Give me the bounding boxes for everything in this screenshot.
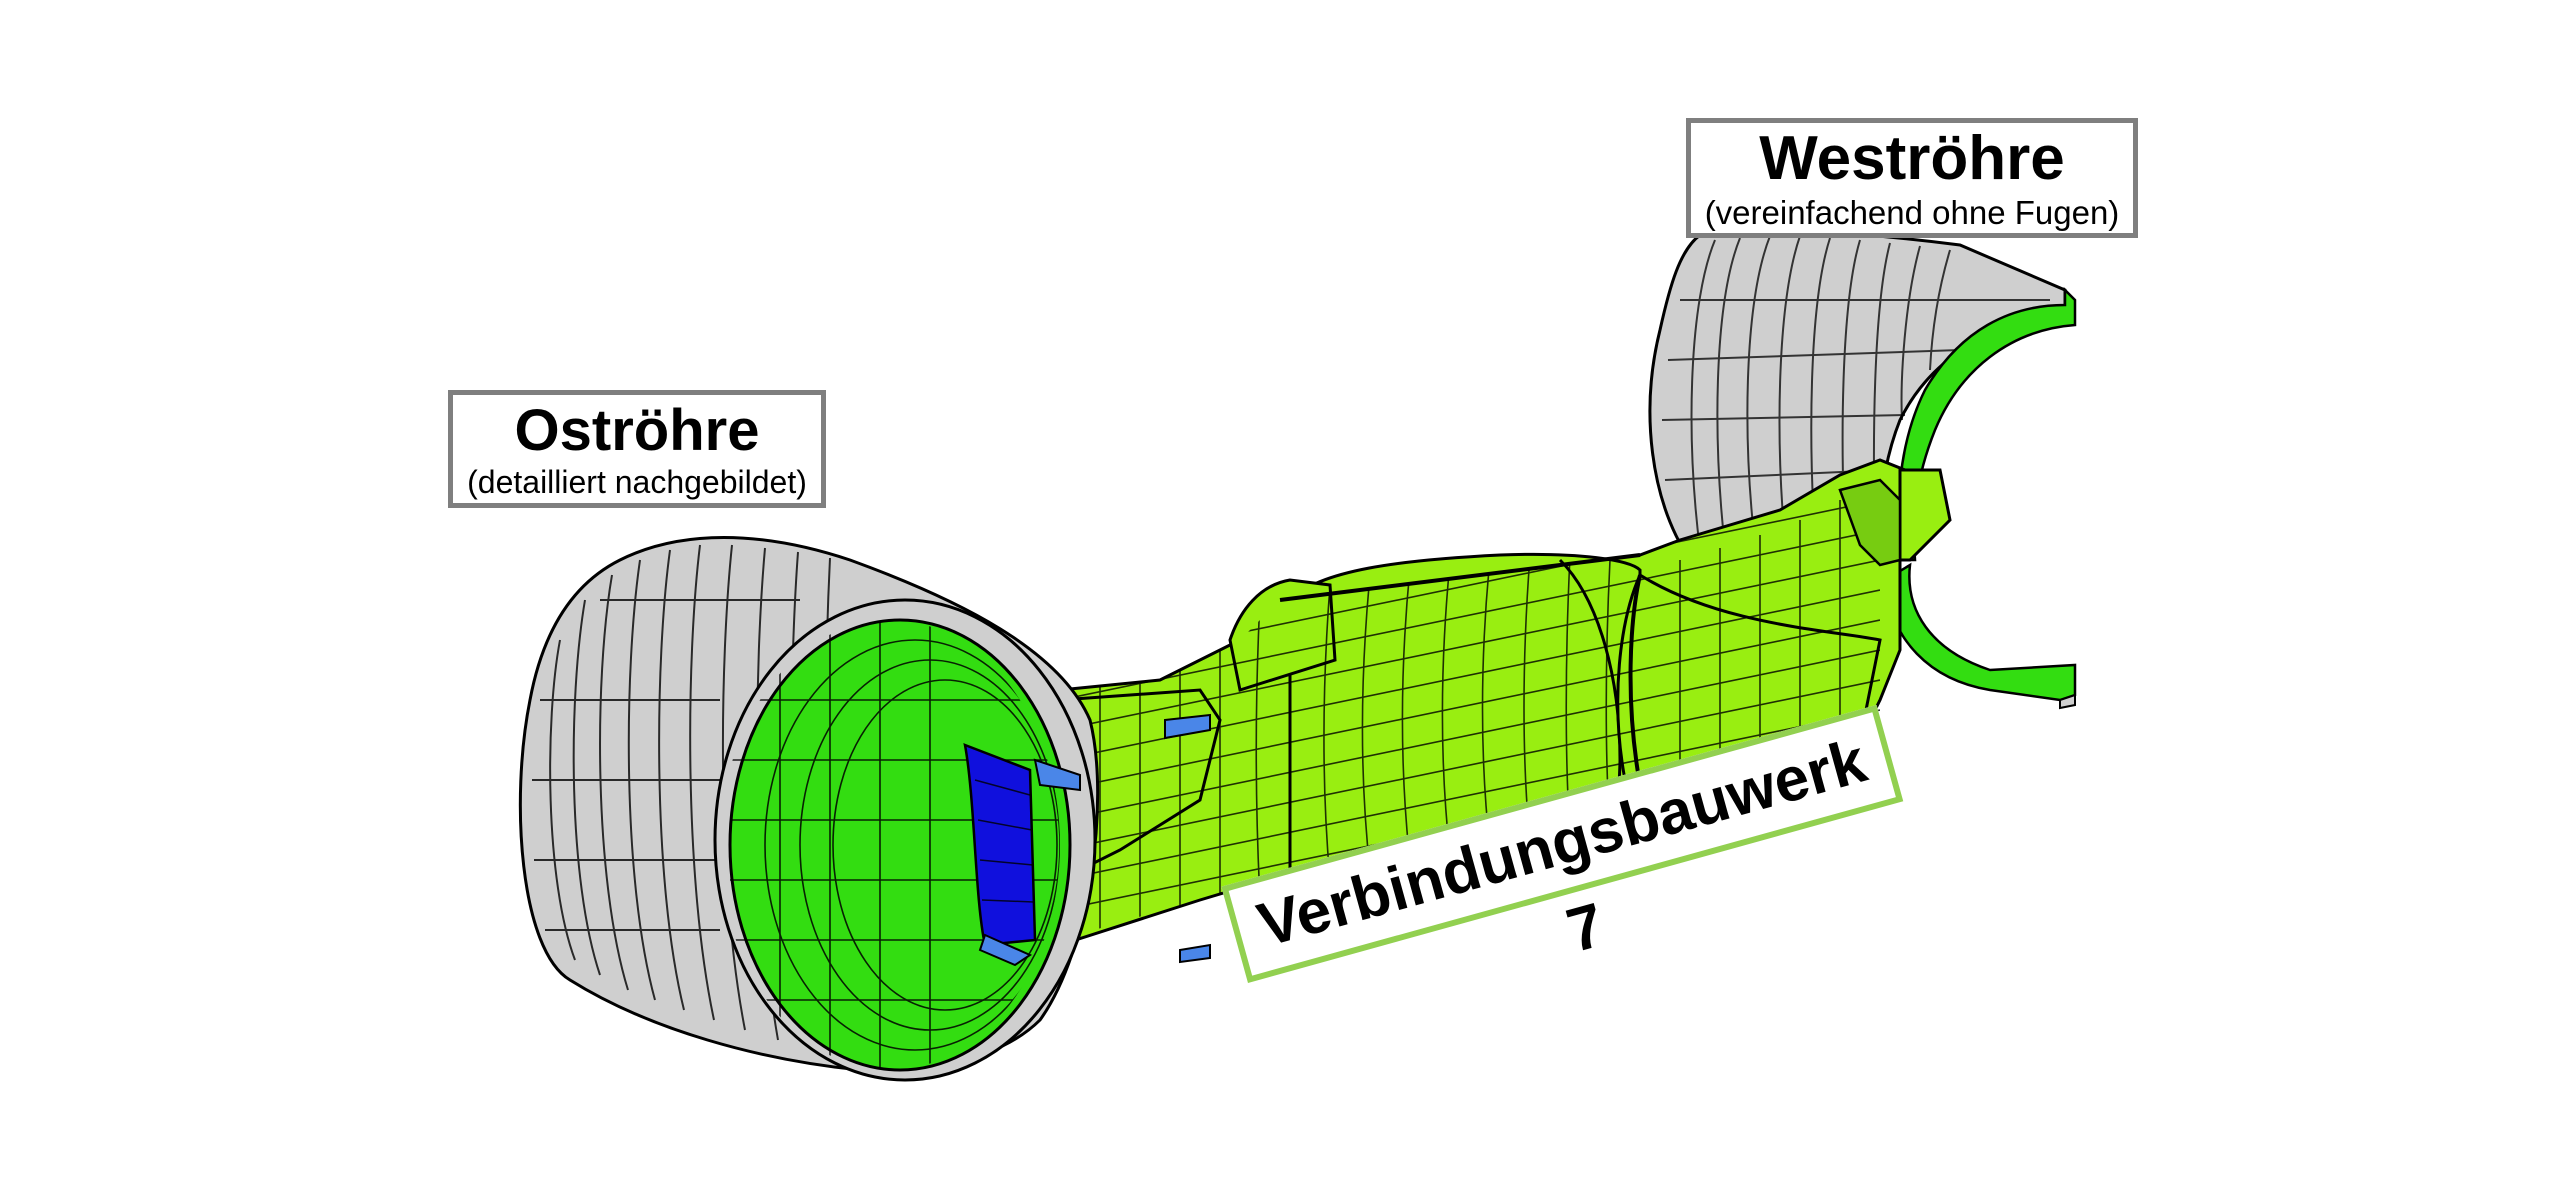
west-label-subtitle: (vereinfachend ohne Fugen): [1704, 194, 2120, 231]
ost-label-title: Oströhre: [514, 398, 760, 463]
ost-joint-lightblue-bottom: [978, 933, 1033, 967]
east-upper-block: [1228, 578, 1337, 692]
west-arch-edge: [1628, 574, 1642, 786]
ost-label-subtitle: (detailliert nachgebildet): [467, 464, 807, 500]
ost-tube-lining: [728, 618, 1072, 1072]
structure-top-ridge: [1279, 553, 1641, 602]
west-tube-end-lining: [1883, 562, 2077, 702]
ost-joint-lightblue-top: [1033, 758, 1081, 792]
ost-label-box: Oströhre (detailliert nachgebildet): [448, 390, 826, 508]
lightblue-plate-top: [1164, 713, 1211, 740]
west-label-title: Weströhre: [1759, 124, 2065, 193]
west-label-box: Weströhre (vereinfachend ohne Fugen): [1686, 118, 2138, 238]
lightblue-plate-bottom: [1179, 943, 1211, 964]
west-tube: [1648, 228, 2077, 710]
ost-tube: [518, 536, 1211, 1082]
